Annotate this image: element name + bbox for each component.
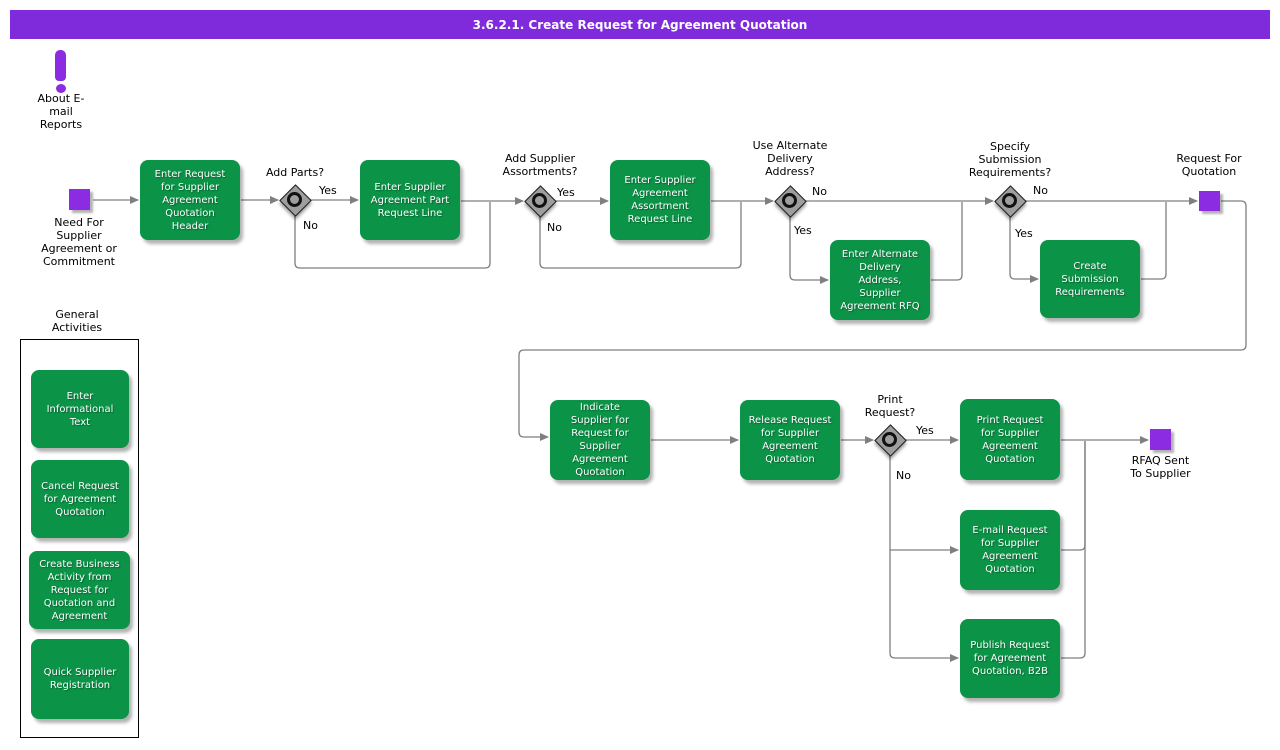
gateway-alt-address-no: No bbox=[812, 185, 827, 198]
start-event-label: Need For Supplier Agreement or Commitmen… bbox=[41, 216, 117, 268]
sidebar-item-quick-supplier-registration[interactable]: Quick Supplier Registration bbox=[31, 639, 129, 719]
gateway-print-request[interactable] bbox=[874, 424, 907, 457]
exclamation-icon[interactable] bbox=[55, 50, 66, 81]
gateway-ring-icon bbox=[882, 432, 897, 447]
gateway-ring-icon bbox=[782, 193, 797, 208]
gateway-submission[interactable] bbox=[994, 185, 1027, 218]
task-enter-request-header[interactable]: Enter Request for Supplier Agreement Quo… bbox=[140, 160, 240, 240]
gateway-assortments-no: No bbox=[547, 221, 562, 234]
flow-altaddr-merge bbox=[931, 202, 963, 281]
sidebar-item-create-business-activity[interactable]: Create Business Activity from Request fo… bbox=[29, 551, 130, 629]
gateway-alt-address-yes: Yes bbox=[794, 224, 812, 237]
flow-submission-merge bbox=[1141, 202, 1167, 280]
gateway-ring-icon bbox=[532, 193, 547, 208]
start-event[interactable] bbox=[69, 189, 90, 210]
rfq-event[interactable] bbox=[1199, 191, 1220, 211]
task-enter-alternate-delivery[interactable]: Enter Alternate Delivery Address, Suppli… bbox=[830, 240, 930, 320]
gateway-print-yes: Yes bbox=[916, 424, 934, 437]
flow-gw2-no-bypass bbox=[539, 202, 742, 269]
flow-email-merge bbox=[1061, 441, 1086, 551]
task-enter-part-request-line[interactable]: Enter Supplier Agreement Part Request Li… bbox=[360, 160, 460, 240]
gateway-assortments-yes: Yes bbox=[557, 186, 575, 199]
gateway-submission-no: No bbox=[1033, 184, 1048, 197]
gateway-add-parts-question: Add Parts? bbox=[265, 166, 325, 179]
flow-gw3-yes bbox=[789, 216, 829, 284]
gateway-add-parts-no: No bbox=[303, 219, 318, 232]
flow-gw5-no-publish bbox=[889, 455, 959, 662]
gateway-ring-icon bbox=[287, 192, 302, 207]
task-email-request[interactable]: E-mail Request for Supplier Agreement Qu… bbox=[960, 510, 1060, 590]
gateway-ring-icon bbox=[1002, 193, 1017, 208]
task-release-request[interactable]: Release Request for Supplier Agreement Q… bbox=[740, 400, 840, 480]
exclamation-icon-dot[interactable] bbox=[56, 84, 66, 93]
gateway-assortments-question: Add Supplier Assortments? bbox=[502, 152, 578, 178]
task-print-request[interactable]: Print Request for Supplier Agreement Quo… bbox=[960, 399, 1060, 480]
task-create-submission-requirements[interactable]: Create Submission Requirements bbox=[1040, 240, 1140, 318]
note-label: About E- mail Reports bbox=[37, 92, 85, 131]
gateway-alt-address[interactable] bbox=[774, 185, 807, 218]
page-title: 3.6.2.1. Create Request for Agreement Qu… bbox=[10, 10, 1270, 39]
task-publish-request[interactable]: Publish Request for Agreement Quotation,… bbox=[960, 619, 1060, 698]
flow-rfq-loop bbox=[518, 200, 1247, 441]
task-enter-assortment-request-line[interactable]: Enter Supplier Agreement Assortment Requ… bbox=[610, 160, 710, 240]
gateway-alt-address-question: Use Alternate Delivery Address? bbox=[752, 139, 828, 178]
sidebar-item-cancel-request[interactable]: Cancel Request for Agreement Quotation bbox=[31, 460, 129, 538]
gateway-print-question: Print Request? bbox=[864, 393, 916, 419]
gateway-add-parts[interactable] bbox=[279, 184, 312, 217]
gateway-submission-question: Specify Submission Requirements? bbox=[968, 140, 1052, 179]
gateway-assortments[interactable] bbox=[524, 185, 557, 218]
gateway-print-no: No bbox=[896, 469, 911, 482]
rfq-event-label: Request For Quotation bbox=[1176, 152, 1242, 178]
flow-gw4-yes bbox=[1009, 216, 1039, 283]
sent-event-label: RFAQ Sent To Supplier bbox=[1130, 454, 1191, 480]
task-indicate-supplier[interactable]: Indicate Supplier for Request for Suppli… bbox=[550, 400, 650, 480]
sidebar-title: General Activities bbox=[51, 308, 103, 334]
sent-event[interactable] bbox=[1150, 429, 1171, 450]
flow-gw1-no-bypass bbox=[294, 202, 491, 269]
gateway-submission-yes: Yes bbox=[1015, 227, 1033, 240]
sidebar-item-enter-informational-text[interactable]: Enter Informational Text bbox=[31, 370, 129, 448]
flow-publish-merge bbox=[1061, 441, 1086, 659]
gateway-add-parts-yes: Yes bbox=[319, 184, 337, 197]
